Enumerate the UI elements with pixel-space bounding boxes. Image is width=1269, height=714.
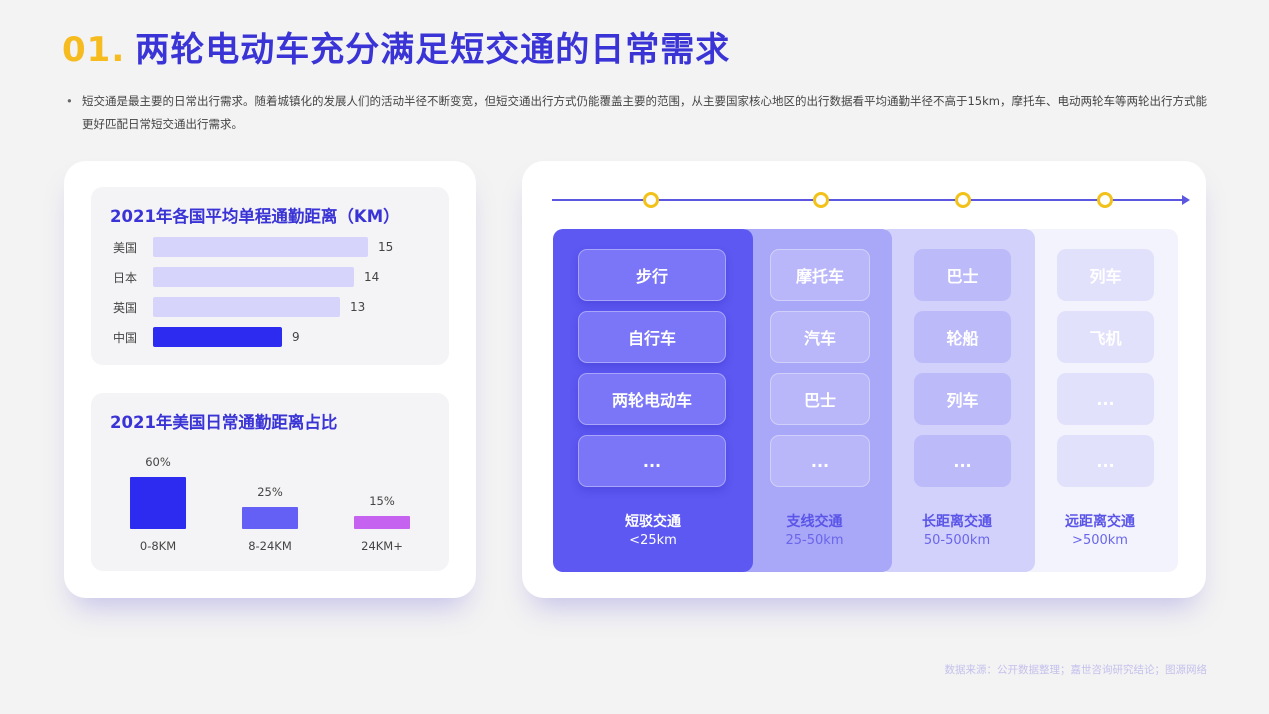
tier-item: 步行: [578, 249, 726, 301]
tier-range: <25km: [629, 533, 677, 548]
description-bullet: 短交通是最主要的日常出行需求。随着城镇化的发展人们的活动半径不断变宽，但短交通出…: [66, 90, 1216, 136]
vbar: [354, 516, 410, 529]
bar-value: 9: [292, 330, 300, 344]
vbar-category: 24KM+: [361, 539, 403, 553]
page-title: 01. 两轮电动车充分满足短交通的日常需求: [62, 22, 730, 71]
tier-item: 列车: [1057, 249, 1154, 301]
tier-remote-distance: 列车 飞机 ... ... 远距离交通 >500km: [1022, 229, 1178, 572]
bar-value: 13: [350, 300, 366, 314]
bar-value: 15: [378, 240, 394, 254]
vbar-8-24km: 25% 8-24KM: [225, 485, 315, 553]
us-commute-share-chart: 2021年美国日常通勤距离占比 60% 0-8KM 25% 8-24KM 15%…: [91, 393, 449, 571]
tier-item: 列车: [914, 373, 1011, 425]
bar-label: 美国: [113, 240, 138, 255]
tier-item: ...: [1057, 373, 1154, 425]
bar-usa: [153, 237, 368, 257]
tier-item: 巴士: [770, 373, 870, 425]
tier-item: 巴士: [914, 249, 1011, 301]
vbar-value: 15%: [369, 494, 395, 508]
commute-distance-chart: 2021年各国平均单程通勤距离（KM） 美国 15 日本 14 英国 13 中国…: [91, 187, 449, 365]
data-source-footer: 数据来源：公开数据整理；嘉世咨询研究结论；图源网络: [944, 664, 1208, 676]
tier-item: 摩托车: [770, 249, 870, 301]
vbar-0-8km: 60% 0-8KM: [113, 455, 203, 553]
bar-row-uk: 英国 13: [113, 297, 365, 317]
bar-uk: [153, 297, 340, 317]
bar-label: 日本: [113, 270, 138, 285]
tier-short-shuttle: 步行 自行车 两轮电动车 ... 短驳交通 <25km: [553, 229, 753, 572]
tier-item: 汽车: [770, 311, 870, 363]
tier-item: 轮船: [914, 311, 1011, 363]
vbar-category: 8-24KM: [248, 539, 292, 553]
chart-title: 2021年各国平均单程通勤距离（KM）: [110, 207, 400, 226]
timeline-marker: [1097, 192, 1113, 208]
timeline-marker: [955, 192, 971, 208]
vbar-value: 60%: [145, 455, 171, 469]
bar-value: 14: [364, 270, 380, 284]
charts-card: 2021年各国平均单程通勤距离（KM） 美国 15 日本 14 英国 13 中国…: [64, 161, 476, 598]
bar-japan: [153, 267, 354, 287]
distance-timeline-arrow: [552, 195, 1190, 205]
vbar-category: 0-8KM: [139, 539, 177, 553]
bar-label: 中国: [113, 330, 138, 345]
bar-row-usa: 美国 15: [113, 237, 393, 257]
tier-range: 25-50km: [785, 533, 844, 548]
tier-item: ...: [578, 435, 726, 487]
transport-tiers-card: 步行 自行车 两轮电动车 ... 短驳交通 <25km 摩托车 汽车 巴士 ..…: [522, 161, 1206, 598]
tier-item: 两轮电动车: [578, 373, 726, 425]
timeline-marker: [813, 192, 829, 208]
tier-name: 支线交通: [786, 514, 843, 530]
bar-row-japan: 日本 14: [113, 267, 379, 287]
tier-item: ...: [770, 435, 870, 487]
tier-branch: 摩托车 汽车 巴士 ... 支线交通 25-50km: [737, 229, 892, 572]
vbar-24km-plus: 15% 24KM+: [337, 494, 427, 553]
timeline-marker: [643, 192, 659, 208]
tier-item: ...: [914, 435, 1011, 487]
tier-range: 50-500km: [923, 533, 991, 548]
tier-item: 飞机: [1057, 311, 1154, 363]
title-text: 两轮电动车充分满足短交通的日常需求: [135, 30, 731, 70]
tier-range: >500km: [1072, 533, 1128, 548]
bar-row-china: 中国 9: [113, 327, 300, 347]
tier-name: 远距离交通: [1065, 514, 1135, 530]
vbar: [242, 507, 298, 529]
bar-label: 英国: [113, 300, 138, 315]
vbar-value: 25%: [257, 485, 283, 499]
vbar: [130, 477, 186, 529]
tier-name: 长距离交通: [922, 514, 992, 530]
tier-long-distance: 巴士 轮船 列车 ... 长距离交通 50-500km: [879, 229, 1035, 572]
tier-item: ...: [1057, 435, 1154, 487]
tier-name: 短驳交通: [625, 514, 681, 530]
bar-china: [153, 327, 282, 347]
chart-title: 2021年美国日常通勤距离占比: [110, 413, 338, 432]
tier-item: 自行车: [578, 311, 726, 363]
section-number: 01.: [62, 30, 126, 70]
